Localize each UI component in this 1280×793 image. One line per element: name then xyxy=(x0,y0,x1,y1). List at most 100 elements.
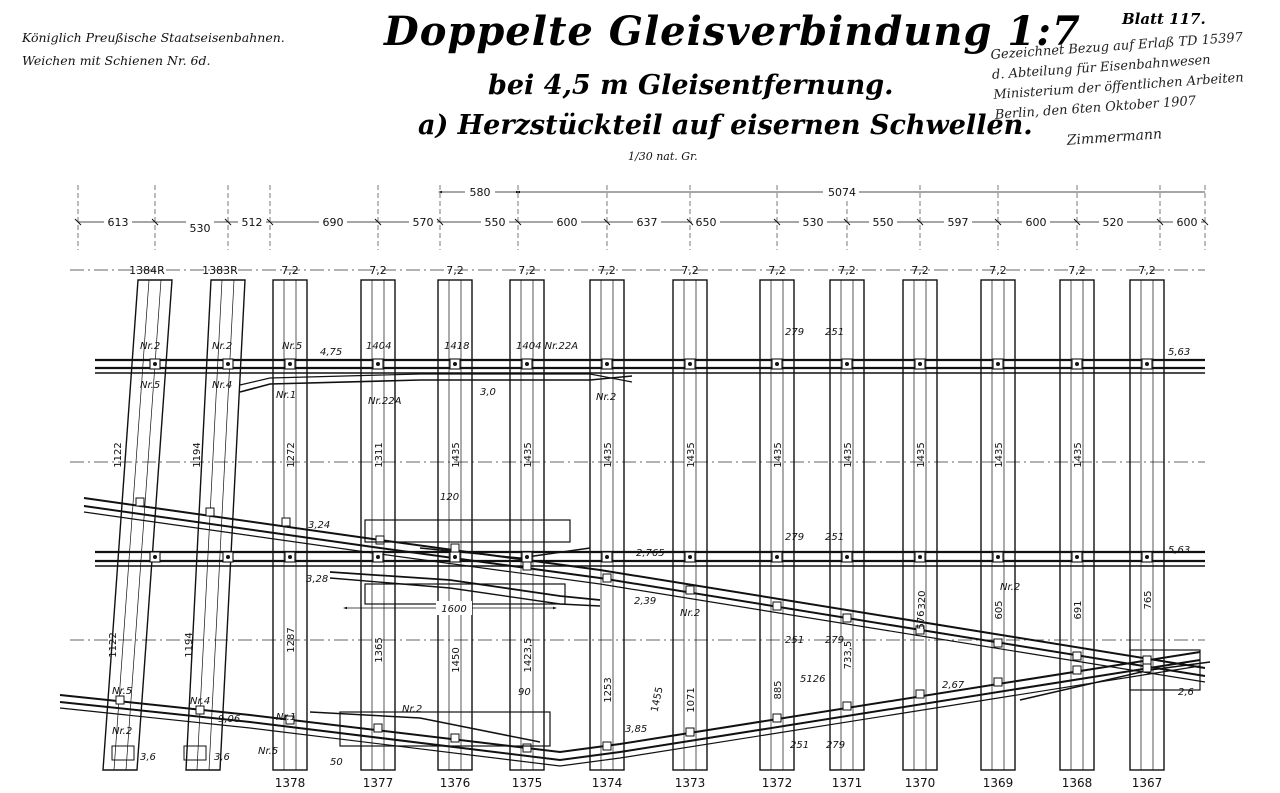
authority-name: Königlich Preußische Staatseisenbahnen. xyxy=(22,30,285,45)
sleeper-type-label: 7,2 xyxy=(838,264,856,277)
gap-dimension: 279 xyxy=(826,740,845,751)
sleeper-length-lower: 765 xyxy=(1143,590,1154,609)
overall-dimension-5074: 5074 xyxy=(828,186,856,199)
dimension-value: 1418 xyxy=(444,341,469,352)
dimension-tick xyxy=(436,218,444,226)
dimension-gap xyxy=(1173,214,1201,229)
dimension-value: 5,63 xyxy=(1168,347,1190,358)
sleeper-length-lower: 1253 xyxy=(603,677,614,702)
dimension-value: 4,75 xyxy=(320,347,342,358)
nr-label: Nr.5 xyxy=(258,746,278,757)
diverging-chair xyxy=(602,573,612,583)
dimension-value: 2,67 xyxy=(942,680,965,691)
sleeper-6 xyxy=(509,279,545,771)
nr-label: Nr.5 xyxy=(112,686,132,697)
sleeper-7 xyxy=(589,279,625,771)
frog-rail-a xyxy=(329,571,601,601)
sleeper-9 xyxy=(759,279,795,771)
lower-guard-plate xyxy=(339,711,551,747)
sleeper-length-lower: 576 xyxy=(916,610,927,629)
sleeper-type-label: 7,2 xyxy=(518,264,536,277)
spacing-dimension: 570 xyxy=(413,216,434,229)
dimension-gap xyxy=(481,214,509,229)
bolt xyxy=(525,555,529,559)
sleeper-length-upper: 1435 xyxy=(523,442,534,467)
spacing-dimension: 597 xyxy=(948,216,969,229)
diverging-chair xyxy=(450,543,460,553)
sleeper-length-lower: 1071 xyxy=(686,687,697,712)
sleeper-type-label: 7,2 xyxy=(598,264,616,277)
dimension-value: 3,6 xyxy=(140,752,156,763)
frog-rail-b xyxy=(329,577,601,607)
lower-chair xyxy=(1072,665,1082,675)
gap-dimension: 279 xyxy=(825,635,844,646)
lower-chair xyxy=(195,705,205,715)
sleeper-number: 1374 xyxy=(592,776,623,790)
sleeper-5 xyxy=(437,279,473,771)
dimension-tick xyxy=(686,218,694,226)
spacing-dimension: 600 xyxy=(1177,216,1198,229)
bolt xyxy=(525,362,529,366)
gap-dimension: 279 xyxy=(785,327,804,338)
sleeper-length-lower: 691 xyxy=(1073,600,1084,619)
sleeper-length-upper: 1194 xyxy=(192,442,203,467)
sleeper-length-lower: 1365 xyxy=(374,637,385,662)
spacing-dimension: 550 xyxy=(873,216,894,229)
lower-rail-a xyxy=(59,651,1201,754)
frog-plate-upper xyxy=(364,519,571,543)
nr-label: Nr.2 xyxy=(140,341,160,352)
dimension-gap xyxy=(104,214,132,229)
frog-length-value: 1600 xyxy=(441,604,466,615)
sleeper-type-label: 7,2 xyxy=(369,264,387,277)
lower-chair xyxy=(450,733,460,743)
sleeper-type-label: 7,2 xyxy=(911,264,929,277)
gap-dimension: 251 xyxy=(790,740,809,751)
nr-label: Nr.22A xyxy=(368,396,402,407)
gap-dimension: 251 xyxy=(825,532,844,543)
bolt xyxy=(775,555,779,559)
sleeper-length-upper: 1435 xyxy=(916,442,927,467)
nr-label: Nr.4 xyxy=(190,696,210,707)
lower-chair xyxy=(915,689,925,699)
sleeper-length-upper: 1435 xyxy=(994,442,1005,467)
spacing-dimension: 520 xyxy=(1103,216,1124,229)
bolt xyxy=(996,362,1000,366)
bolt xyxy=(688,362,692,366)
spacing-dimension: 637 xyxy=(637,216,658,229)
nr-label: Nr.2 xyxy=(1000,582,1020,593)
bolt xyxy=(918,555,922,559)
diverging-chair xyxy=(1072,651,1082,661)
sleeper-length-lower: 605 xyxy=(994,600,1005,619)
sleeper-14 xyxy=(1129,279,1165,771)
bolt xyxy=(153,555,157,559)
drawing-title: Doppelte Gleisverbindung 1:7 xyxy=(384,8,1081,55)
dimension-value: 5,63 xyxy=(1168,545,1190,556)
gap-dimension: 251 xyxy=(785,635,804,646)
sleeper-length-upper: 1311 xyxy=(374,442,385,467)
lower-chair xyxy=(373,723,383,733)
dimension-value: 2,6 xyxy=(1178,687,1194,698)
sleeper-length-upper: 1435 xyxy=(686,442,697,467)
lower-guard-rail xyxy=(309,711,541,743)
dimension-gap xyxy=(692,214,720,229)
sheet-number: Blatt 117. xyxy=(1122,10,1206,28)
dimension-value: 3,85 xyxy=(625,724,647,735)
lower-chair xyxy=(522,743,532,753)
nr-label: Nr.2 xyxy=(596,392,616,403)
sleeper-type-label: 7,2 xyxy=(681,264,699,277)
sleeper-11 xyxy=(902,279,938,771)
dimension-tick xyxy=(151,218,159,226)
spacing-dimension: 530 xyxy=(190,222,211,235)
lower-rail-c xyxy=(59,665,1201,767)
nr-label: Nr.2 xyxy=(680,608,700,619)
reference-lines xyxy=(70,269,1205,641)
dimension-tick xyxy=(224,218,232,226)
dimension-gap xyxy=(436,601,472,615)
sleeper-number: 1373 xyxy=(675,776,706,790)
sleeper-length-upper: 1435 xyxy=(1073,442,1084,467)
bolt xyxy=(1145,362,1149,366)
sleeper-web xyxy=(196,279,223,771)
dimension-tick xyxy=(1073,218,1081,226)
